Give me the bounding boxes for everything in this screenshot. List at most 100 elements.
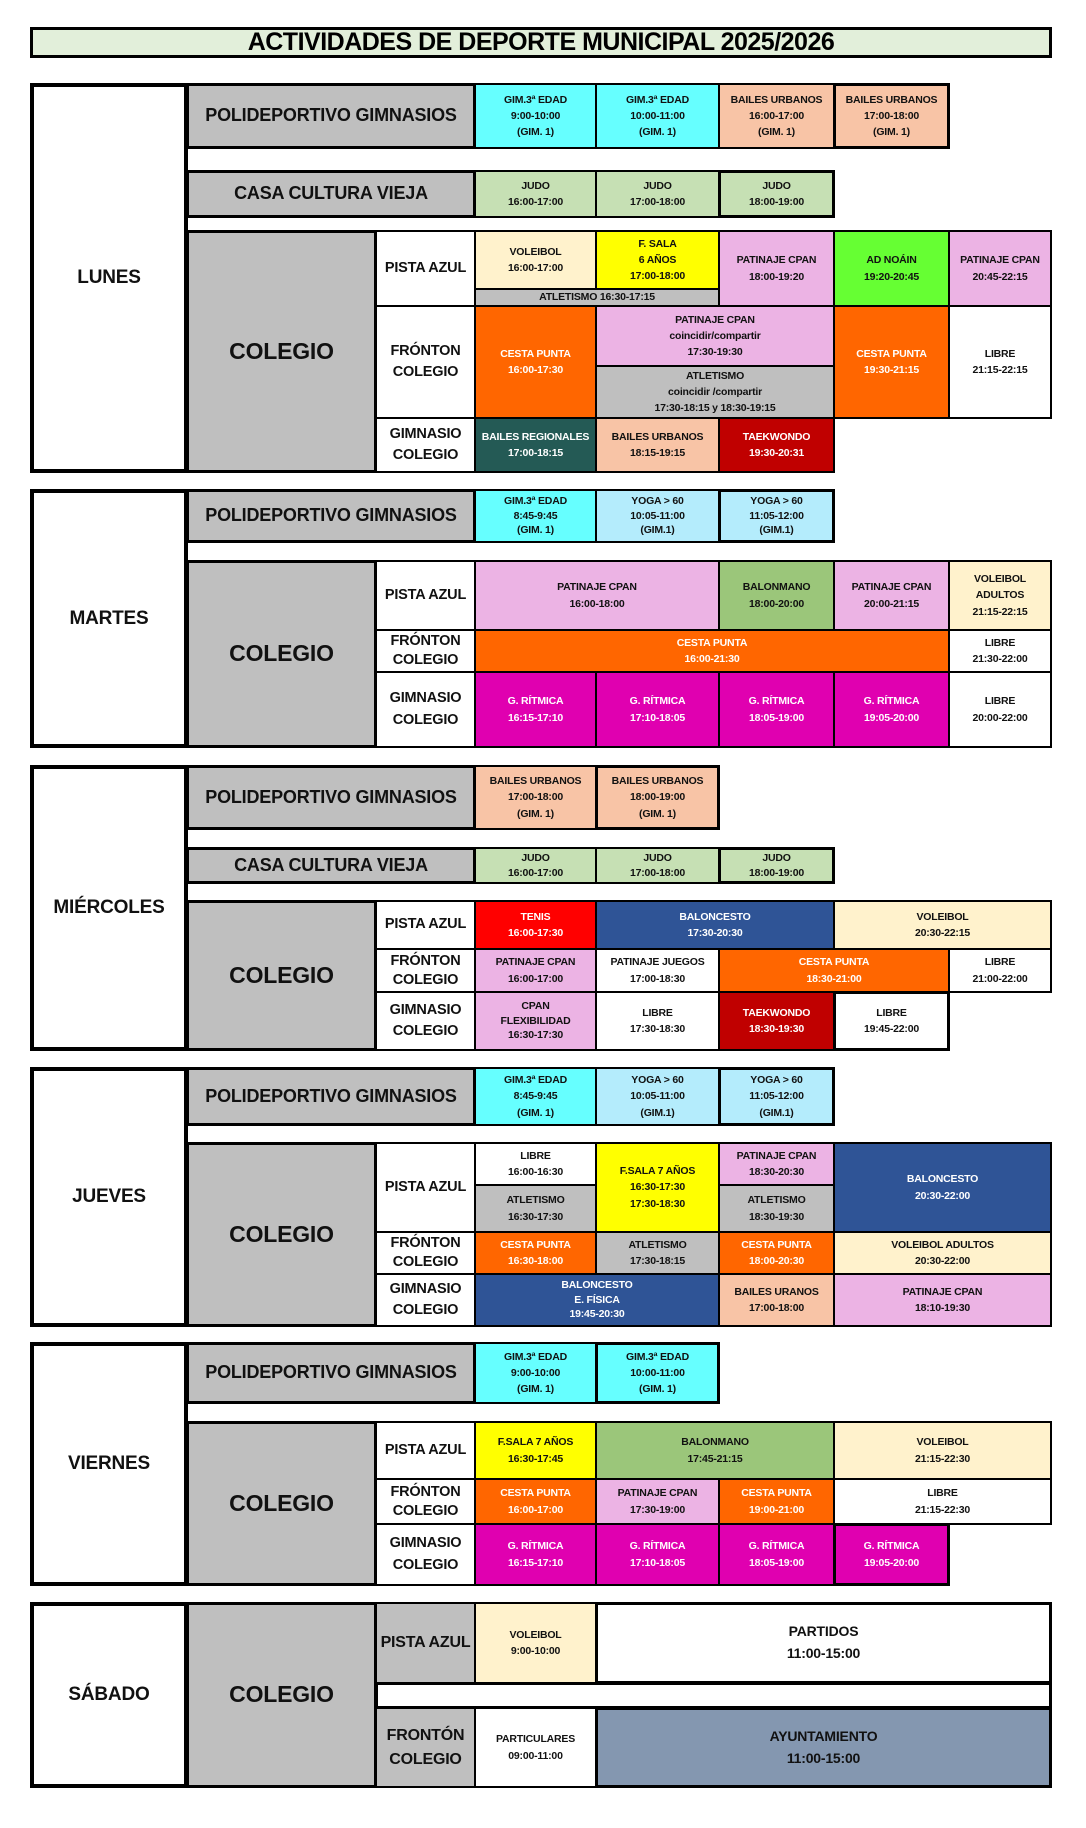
activity-cell: G. RÍTMICA 17:10-18:05 xyxy=(595,1523,720,1586)
cell-line: 19:30-20:31 xyxy=(748,447,804,459)
venue-name: POLIDEPORTIVO GIMNASIOS xyxy=(205,105,457,126)
subvenue-name: PISTA AZUL xyxy=(384,586,467,603)
cell-line: 18:05-19:00 xyxy=(748,711,804,724)
cell-line: ATLETISMO xyxy=(685,369,745,382)
cell-line: 18:10-19:30 xyxy=(914,1302,970,1314)
cell-line: G. RÍTMICA xyxy=(507,695,564,708)
cell-line: PARTIDOS xyxy=(788,1623,859,1640)
cell-line: BAILES URANOS xyxy=(734,1285,819,1298)
day-label-sabado: SÁBADO xyxy=(30,1602,188,1788)
subvenue-name: PISTA AZUL xyxy=(384,259,467,276)
cell-line: 16:15-17:10 xyxy=(507,1556,563,1569)
venue-colegio: COLEGIO xyxy=(186,1421,377,1586)
subvenue-name: GIMNASIO xyxy=(389,1535,462,1552)
cell-line: (GIM.1) xyxy=(640,524,675,537)
cell-line: 18:30-19:30 xyxy=(748,1210,804,1223)
cell-line: 16:00-17:30 xyxy=(507,927,563,939)
subvenue-name: GIMNASIO xyxy=(389,690,462,707)
cell-line: YOGA > 60 xyxy=(631,1074,684,1087)
cell-line: 16:30-17:45 xyxy=(507,1452,563,1465)
cell-line: (GIM. 1) xyxy=(758,126,795,139)
cell-line: 16:00-17:00 xyxy=(748,109,804,122)
subvenue-pista-azul: PISTA AZUL xyxy=(375,1421,476,1480)
activity-cell: BALONMANO 18:00-20:00 xyxy=(718,560,835,631)
venue-casa-cultura: CASA CULTURA VIEJA xyxy=(186,170,476,218)
cell-line: PATINAJE CPAN xyxy=(851,581,932,594)
venue-name: CASA CULTURA VIEJA xyxy=(234,183,428,204)
venue-name: CASA CULTURA VIEJA xyxy=(234,854,428,875)
row-gap xyxy=(375,1682,1052,1709)
venue-name: COLEGIO xyxy=(229,1489,334,1516)
cell-line: 18:00-19:00 xyxy=(629,791,685,804)
subvenue-name: FRÓNTON xyxy=(390,1235,461,1252)
cell-line: LIBRE xyxy=(520,1149,551,1162)
cell-line: ATLETISMO 16:30-17:15 xyxy=(539,291,655,304)
cell-line: 20:00-22:00 xyxy=(972,711,1028,724)
cell-line: 9:00-10:00 xyxy=(510,109,561,122)
cell-line: 18:00-19:20 xyxy=(748,270,804,283)
cell-line: G. RÍTMICA xyxy=(863,1540,920,1553)
day-label-martes: MARTES xyxy=(30,489,188,748)
cell-line: GIM.3ª EDAD xyxy=(504,1350,567,1363)
page-title: ACTIVIDADES DE DEPORTE MUNICIPAL 2025/20… xyxy=(30,27,1052,58)
subvenue-name: COLEGIO xyxy=(392,1556,459,1573)
cell-line: TAEKWONDO xyxy=(742,430,811,443)
cell-line: JUDO xyxy=(521,852,550,865)
subvenue-name: COLEGIO xyxy=(392,971,459,988)
cell-line: PATINAJE CPAN xyxy=(495,956,576,969)
subvenue-name: PISTA AZUL xyxy=(384,1178,467,1195)
cell-line: VOLEIBOL xyxy=(916,1436,969,1449)
venue-colegio: COLEGIO xyxy=(186,560,377,748)
subvenue-name: PISTA AZUL xyxy=(384,1441,467,1458)
venue-polideportivo: POLIDEPORTIVO GIMNASIOS xyxy=(186,489,476,543)
cell-line: 17:00-18:00 xyxy=(629,196,685,208)
cell-line: BALONMANO xyxy=(742,581,811,594)
cell-line: GIM.3ª EDAD xyxy=(626,93,689,106)
cell-line: 21:30-22:00 xyxy=(972,653,1028,665)
cell-line: 18:00-20:00 xyxy=(748,597,804,610)
subvenue-name: FRÓNTON xyxy=(390,633,461,650)
cell-line: 11:05-12:00 xyxy=(749,509,804,522)
cell-line: 17:10-18:05 xyxy=(629,1556,685,1569)
cell-line: 16:00-18:00 xyxy=(569,597,625,610)
cell-line: ATLETISMO xyxy=(628,1238,687,1251)
cell-line: 17:00-18:15 xyxy=(507,447,563,459)
cell-line: FLEXIBILIDAD xyxy=(500,1014,571,1027)
cell-line: LIBRE xyxy=(642,1006,673,1019)
cell-line: BAILES URBANOS xyxy=(489,775,582,788)
cell-line: F.SALA 7 AÑOS xyxy=(497,1436,574,1449)
cell-line: 16:30-18:00 xyxy=(507,1255,563,1267)
cell-line: AD NOÁIN xyxy=(866,254,917,267)
venue-casa-cultura: CASA CULTURA VIEJA xyxy=(186,847,476,884)
venue-name: COLEGIO xyxy=(229,640,334,667)
cell-line: JUDO xyxy=(762,852,791,865)
cell-line: G. RÍTMICA xyxy=(629,1540,686,1553)
cell-line: coincidir /compartir xyxy=(667,385,763,398)
cell-line: PATINAJE CPAN xyxy=(736,1149,817,1162)
cell-line: 11:00-15:00 xyxy=(786,1749,861,1766)
cell-line: 9:00-10:00 xyxy=(510,1366,561,1379)
cell-line: 6 AÑOS xyxy=(638,253,677,266)
cell-line: JUDO xyxy=(762,179,791,192)
